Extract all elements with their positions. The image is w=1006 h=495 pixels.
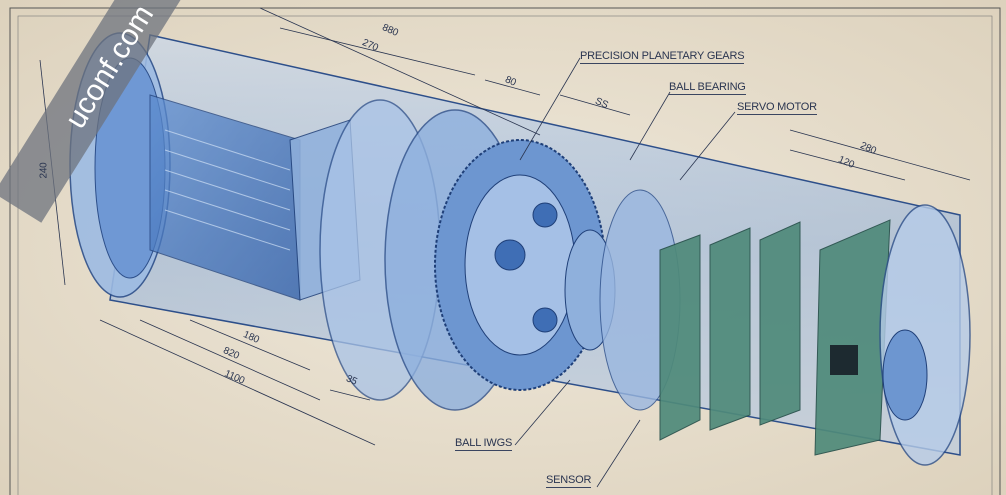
callout-ball-rings: BALL IWGS: [455, 437, 513, 451]
callout-ball-bearing: BALL BEARING: [669, 81, 746, 95]
callout-servo-motor: SERVO MOTOR: [737, 101, 817, 115]
circuit-boards: [659, 219, 891, 456]
drawing-border: [9, 7, 1001, 495]
dimension-240: 240: [38, 162, 50, 179]
callout-sensor: SENSOR: [546, 474, 592, 488]
right-end-cap: [879, 204, 971, 466]
callout-precision-planetary-gears: PRECISION PLANETARY GEARS: [580, 50, 745, 64]
